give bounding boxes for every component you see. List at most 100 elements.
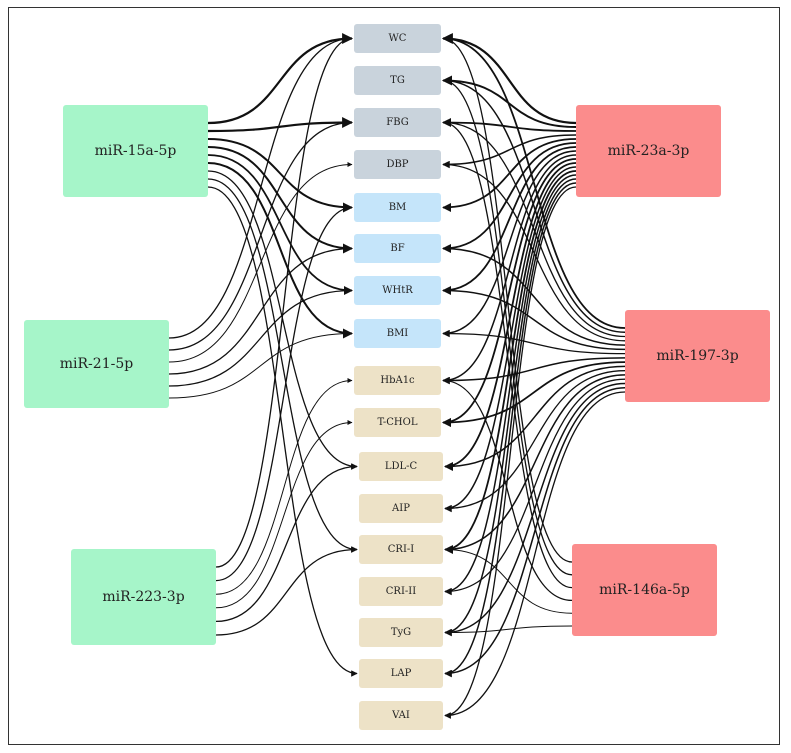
edge-m197-to-wc — [442, 34, 626, 329]
edge-m146-to-fbg — [442, 119, 573, 589]
target-node-tg: TG — [354, 66, 441, 95]
edge-m197-to-vai — [444, 391, 626, 719]
edge-m146-to-tg — [442, 77, 573, 576]
edge-m23-to-vai — [444, 186, 577, 719]
target-label: FBG — [386, 117, 409, 128]
target-node-t-chol: T-CHOL — [354, 408, 441, 437]
edge-m15-to-wc — [207, 33, 354, 125]
target-label: BMI — [386, 328, 409, 339]
source-node-mir-197-3p: miR-197-3p — [625, 310, 770, 402]
edge-m23-to-tchol — [442, 158, 577, 427]
edge-m21-to-whtr — [168, 287, 353, 387]
source-label: miR-146a-5p — [599, 582, 690, 598]
edge-m197-to-tyg — [444, 382, 626, 637]
diagram-frame — [8, 7, 780, 745]
edge-m146-to-wc — [442, 35, 573, 563]
source-node-mir-23a-3p: miR-23a-3p — [576, 105, 721, 197]
edge-m23-to-ldlc — [444, 162, 577, 471]
source-node-mir-15a-5p: miR-15a-5p — [63, 105, 208, 197]
edge-m197-to-tg — [442, 76, 626, 334]
edge-m23-to-hba1c — [442, 154, 577, 385]
target-label: WHtR — [382, 285, 413, 296]
edge-m223-to-wc — [215, 35, 353, 568]
target-label: T-CHOL — [377, 417, 418, 428]
edge-m223-to-bm — [215, 204, 353, 582]
target-label: CRI-II — [385, 586, 417, 597]
target-label: TyG — [390, 627, 412, 638]
target-node-hba1c: HbA1c — [354, 366, 441, 395]
target-label: BF — [390, 243, 405, 254]
edge-m197-to-whtr — [442, 286, 626, 351]
target-node-whtr: WHtR — [354, 276, 441, 305]
target-label: WC — [388, 33, 407, 44]
edge-m15-to-fbg — [207, 117, 354, 133]
source-label: miR-223-3p — [102, 589, 185, 605]
target-node-fbg: FBG — [354, 108, 441, 137]
target-label: LAP — [390, 668, 412, 679]
edge-m223-to-hba1c — [215, 378, 353, 595]
edge-m223-to-tchol — [215, 420, 353, 609]
edge-m23-to-tyg — [444, 178, 577, 637]
edge-m21-to-bf — [168, 245, 353, 375]
edge-m223-to-crii — [215, 546, 358, 636]
source-label: miR-21-5p — [59, 356, 134, 372]
target-node-wc: WC — [354, 24, 441, 53]
edge-m197-to-hba1c — [442, 357, 626, 385]
edge-m197-to-bmi — [442, 330, 626, 355]
edge-m23-to-dbp — [442, 134, 577, 169]
target-node-bmi: BMI — [354, 319, 441, 348]
target-node-bm: BM — [354, 193, 441, 222]
target-node-aip: AIP — [359, 494, 443, 523]
edge-m15-to-bf — [207, 146, 353, 254]
target-label: AIP — [392, 503, 410, 514]
source-label: miR-23a-3p — [607, 143, 690, 159]
source-node-mir-223-3p: miR-223-3p — [71, 549, 216, 645]
source-node-mir-21-5p: miR-21-5p — [24, 320, 169, 408]
edge-m197-to-crii — [444, 374, 626, 554]
edge-m15-to-bm — [207, 138, 353, 213]
edge-m197-to-lap — [444, 386, 626, 678]
edge-m197-to-tchol — [442, 361, 626, 427]
target-node-vai: VAI — [359, 701, 443, 730]
target-label: CRI-I — [387, 544, 415, 555]
edge-m197-to-bf — [442, 244, 626, 346]
edge-m197-to-criii — [444, 378, 626, 595]
edge-m146-to-tyg — [444, 625, 573, 635]
target-node-tyg: TyG — [359, 618, 443, 647]
edge-m21-to-dbp — [168, 162, 353, 363]
edge-m23-to-crii — [444, 170, 577, 554]
edge-m23-to-fbg — [442, 118, 577, 132]
edge-m223-to-ldlc — [215, 463, 358, 623]
edge-m146-to-crii — [444, 547, 573, 614]
source-node-mir-146a-5p: miR-146a-5p — [572, 544, 717, 636]
target-node-ldl-c: LDL-C — [359, 452, 443, 481]
target-label: BM — [388, 202, 407, 213]
edge-m21-to-bmi — [168, 331, 353, 399]
target-node-dbp: DBP — [354, 150, 441, 179]
target-node-bf: BF — [354, 234, 441, 263]
target-node-cri-ii: CRI-II — [359, 577, 443, 606]
source-label: miR-197-3p — [656, 348, 739, 364]
edge-m146-to-hba1c — [442, 377, 573, 602]
target-label: TG — [390, 75, 405, 86]
target-label: VAI — [392, 710, 410, 721]
edge-m23-to-whtr — [442, 146, 577, 295]
target-label: HbA1c — [380, 375, 415, 386]
target-label: LDL-C — [384, 461, 418, 472]
target-node-cri-i: CRI-I — [359, 535, 443, 564]
edge-m23-to-bmi — [442, 150, 577, 338]
target-label: DBP — [386, 159, 409, 170]
edge-m197-to-aip — [444, 370, 626, 512]
edge-m15-to-lap — [207, 186, 358, 677]
edge-m21-to-wc — [168, 35, 353, 339]
edge-m23-to-lap — [444, 182, 577, 678]
edge-m197-to-ldlc — [444, 365, 626, 471]
edge-m21-to-fbg — [168, 119, 353, 351]
target-node-lap: LAP — [359, 659, 443, 688]
edge-m23-to-bf — [442, 142, 577, 253]
edge-m23-to-wc — [441, 33, 577, 125]
edge-m15-to-whtr — [207, 154, 353, 295]
source-label: miR-15a-5p — [94, 143, 177, 159]
